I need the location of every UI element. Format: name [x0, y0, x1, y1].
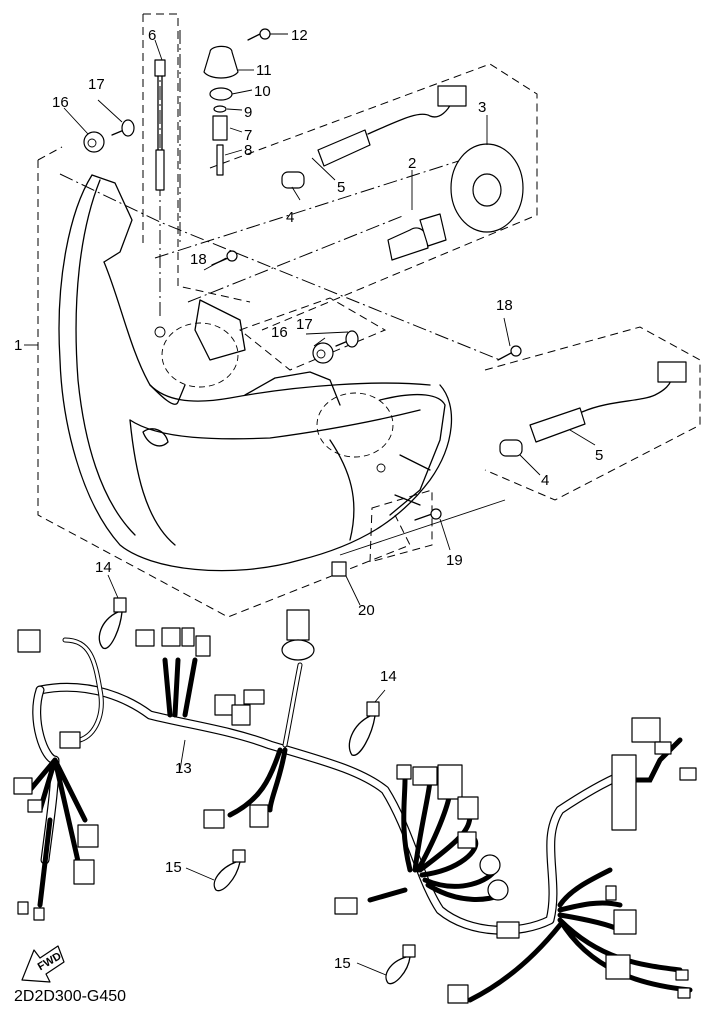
fwd-arrow-icon: FWD: [21, 945, 65, 983]
callout-8: 8: [244, 142, 252, 159]
centerline-2: [59, 173, 501, 361]
callout-2: 2: [408, 155, 416, 172]
callout-1: 1: [14, 337, 22, 354]
callout-16b: 16: [271, 324, 288, 341]
diagram-code: 2D2D300-G450: [14, 988, 127, 1005]
bands: [98, 597, 416, 985]
assembly-boundaries: [37, 13, 701, 618]
bulb-unit-boundary: [209, 63, 538, 331]
callout-13: 13: [175, 760, 192, 777]
damper-boundary: [238, 297, 387, 371]
callout-5b: 5: [595, 447, 603, 464]
callout-9: 9: [244, 104, 252, 121]
adjuster-boundary: [142, 13, 251, 303]
callout-4a: 4: [286, 209, 294, 226]
damper-parts-left: [83, 119, 238, 266]
callout-15b: 15: [334, 955, 351, 972]
right-bulb-boundary: [484, 326, 701, 501]
centerline-3: [187, 214, 406, 303]
callout-18b: 18: [496, 297, 513, 314]
adjuster-parts: [154, 28, 271, 191]
callout-7: 7: [244, 127, 252, 144]
centerline-1: [154, 157, 469, 259]
callout-16a: 16: [52, 94, 69, 111]
callouts: 1 2 3 4 4 5 5 6 7 8 9 10 11 12 13 14 14 …: [14, 27, 603, 972]
rod-knurl: [154, 59, 166, 77]
callout-12: 12: [291, 27, 308, 44]
callout-15a: 15: [165, 859, 182, 876]
callout-3: 3: [478, 99, 486, 116]
callout-6: 6: [148, 27, 156, 44]
callout-14b: 14: [380, 668, 397, 685]
right-bulb-unit: [331, 345, 687, 577]
callout-5a: 5: [337, 179, 345, 196]
callout-10: 10: [254, 83, 271, 100]
wire-harness: [13, 609, 697, 1004]
headlight-housing: [58, 174, 453, 572]
headlight-assembly-boundary: [37, 146, 411, 618]
callout-17a: 17: [88, 76, 105, 93]
callout-19: 19: [446, 552, 463, 569]
leader-lines: [24, 33, 596, 976]
callout-14a: 14: [95, 559, 112, 576]
callout-17b: 17: [296, 316, 313, 333]
callout-4b: 4: [541, 472, 549, 489]
callout-20: 20: [358, 602, 375, 619]
callout-11: 11: [256, 62, 272, 79]
bulb-unit: [281, 85, 524, 261]
damper-parts-center: [312, 330, 359, 364]
callout-18a: 18: [190, 251, 207, 268]
